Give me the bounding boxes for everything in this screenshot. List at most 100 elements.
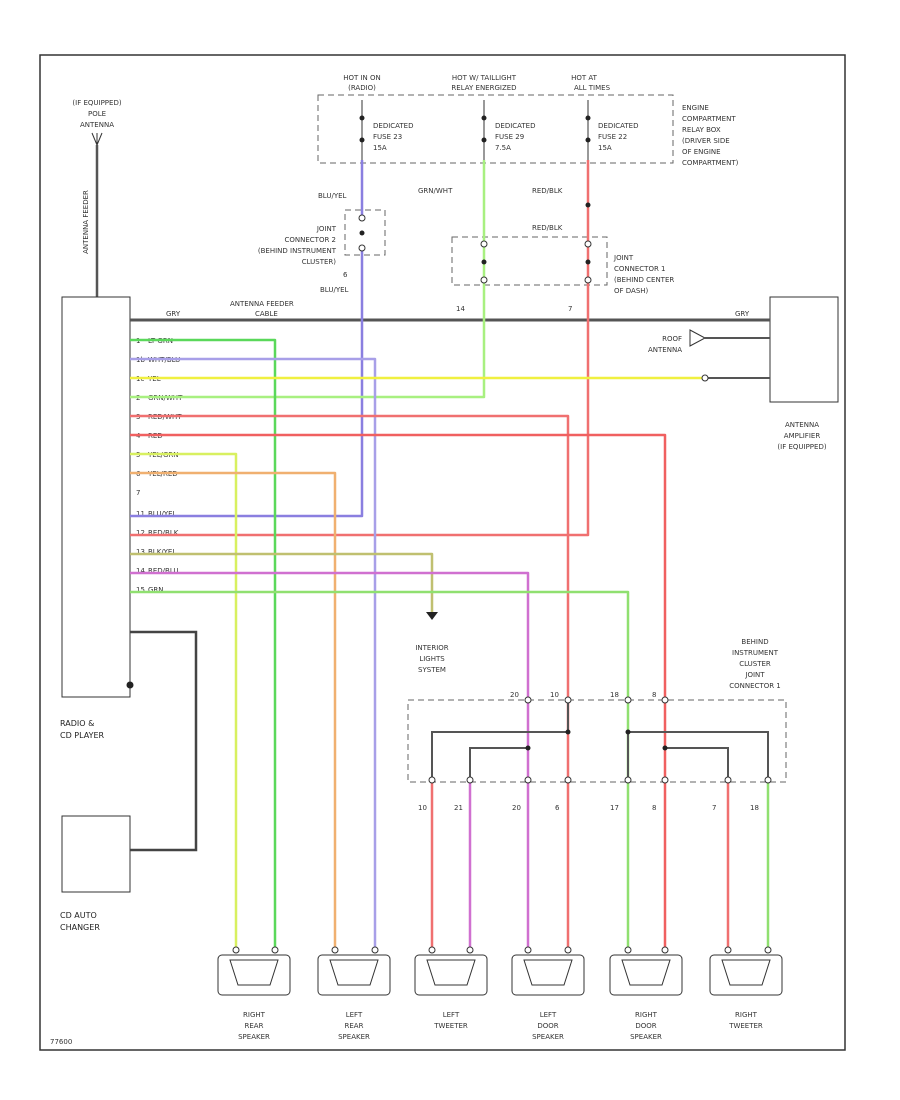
pin-label-7: 7	[568, 305, 572, 313]
top-pin-5: 8	[652, 691, 656, 699]
wire-red-blk	[130, 160, 590, 537]
diagram-frame	[39, 54, 846, 1051]
wire-red-blu	[130, 571, 530, 950]
pin-label-6: 6	[343, 271, 348, 279]
wire-grn-wht	[130, 160, 486, 399]
fuse2-number: FUSE 29	[495, 133, 524, 141]
fuse2-name: DEDICATED	[495, 122, 536, 130]
speaker-5-line-3: SPEAKER	[630, 1033, 662, 1041]
relay-box-line-4: (DRIVER SIDE	[682, 137, 730, 145]
joint1-line-4: OF DASH)	[614, 287, 649, 295]
speaker-5-line-1: RIGHT	[635, 1011, 658, 1019]
speaker-6-line-1: RIGHT	[735, 1011, 758, 1019]
joint2-line-1: JOINT	[316, 225, 337, 233]
speaker-1-line-1: RIGHT	[243, 1011, 266, 1019]
fuse2-amp: 7.5A	[495, 144, 511, 152]
cluster-joint-line-3: CLUSTER	[739, 660, 771, 668]
pole-antenna-icon	[91, 132, 103, 146]
cd-auto-changer-box	[61, 815, 131, 893]
cluster-joint-line-1: BEHIND	[741, 638, 768, 646]
cluster-joint-bottom-pins: 10 21 20 6 17 8 7 18	[418, 804, 759, 812]
wire-red-wht	[130, 414, 570, 950]
radio-cd-player-box	[61, 296, 131, 698]
radio-pin-labels: 1 LT GRN 1b WHT/BLU 1c YEL 2 GRN/WHT 3 R…	[136, 337, 183, 594]
wire-lt-grn	[130, 338, 277, 950]
radio-wire-color-12: BLK/YEL	[148, 548, 176, 556]
wire-red	[130, 433, 667, 950]
fuse2-sub-label: RELAY ENERGIZED	[451, 84, 516, 92]
roof-antenna-label: ROOF ANTENNA	[648, 335, 682, 354]
pole-antenna-line-3: ANTENNA	[80, 121, 114, 129]
antenna-amp-line-1: ANTENNA	[785, 421, 819, 429]
feeder-cable-color-right: GRY	[735, 310, 750, 318]
cd-changer-label: CD AUTO CHANGER	[60, 911, 100, 932]
cd-changer-line-1: CD AUTO	[60, 911, 97, 920]
speaker-right-door: RIGHT DOOR SPEAKER	[609, 954, 683, 1041]
fuse1-sub-label: (RADIO)	[348, 84, 376, 92]
speaker-4-line-1: LEFT	[540, 1011, 557, 1019]
wire-group	[130, 160, 770, 950]
antenna-amp-line-3: (IF EQUIPPED)	[777, 443, 826, 451]
relay-box-line-2: COMPARTMENT	[682, 115, 736, 123]
radio-wire-color-10: BLU/YEL	[148, 510, 177, 518]
fuse3-name: DEDICATED	[598, 122, 639, 130]
wire-label-red-blk-top: RED/BLK	[532, 187, 563, 195]
cd-changer-cable	[130, 630, 198, 852]
speaker-2-line-1: LEFT	[346, 1011, 363, 1019]
bottom-pin-4: 6	[555, 804, 560, 812]
joint-connector-1-label: JOINT CONNECTOR 1 (BEHIND CENTER OF DASH…	[613, 254, 674, 295]
roof-antenna-line-2: ANTENNA	[648, 346, 682, 354]
wire-grn	[130, 590, 630, 950]
antenna-amplifier-box	[769, 296, 839, 403]
speaker-5-line-2: DOOR	[635, 1022, 656, 1030]
speaker-3-line-2: TWEETER	[433, 1022, 468, 1030]
wire-label-grn-wht: GRN/WHT	[418, 187, 453, 195]
speaker-terminals	[232, 946, 772, 954]
fuse3-amp: 15A	[598, 144, 612, 152]
relay-box-outline	[317, 94, 674, 164]
cluster-joint-label: BEHIND INSTRUMENT CLUSTER JOINT CONNECTO…	[729, 638, 781, 690]
radio-pin-10: 11	[136, 510, 145, 518]
top-pin-1: 20	[510, 691, 519, 699]
speaker-2-line-3: SPEAKER	[338, 1033, 370, 1041]
yel-terminal	[701, 374, 709, 382]
fuse1-hot-label: HOT IN ON	[343, 74, 381, 82]
pole-antenna-line-1: (IF EQUIPPED)	[72, 99, 121, 107]
speaker-4-line-3: SPEAKER	[532, 1033, 564, 1041]
speaker-right-tweeter: RIGHT TWEETER	[709, 954, 783, 1030]
fuse-2	[481, 100, 487, 160]
fuse1-amp: 15A	[373, 144, 387, 152]
joint-connector-2-outline	[344, 209, 386, 256]
radio-wire-color-13: RED/BLU	[148, 567, 179, 575]
bottom-pin-6: 8	[652, 804, 656, 812]
feeder-cable-label-2: CABLE	[255, 310, 278, 318]
wire-label-blu-yel-top: BLU/YEL	[318, 192, 347, 200]
relay-box-line-6: COMPARTMENT)	[682, 159, 739, 167]
speaker-3-line-1: LEFT	[443, 1011, 460, 1019]
bottom-pin-8: 18	[750, 804, 759, 812]
antenna-amp-line-2: AMPLIFIER	[784, 432, 821, 440]
speaker-1-line-3: SPEAKER	[238, 1033, 270, 1041]
cluster-joint-bus	[431, 700, 769, 780]
fuse3-number: FUSE 22	[598, 133, 627, 141]
pole-antenna-label: (IF EQUIPPED) POLE ANTENNA	[72, 99, 121, 129]
fuse3-hot-label: HOT AT	[571, 74, 598, 82]
wire-label-blu-yel-bottom: BLU/YEL	[320, 286, 349, 294]
joint2-line-3: (BEHIND INSTRUMENT	[258, 247, 337, 255]
wire-yel-grn	[130, 452, 238, 950]
radio-pin-13: 14	[136, 567, 145, 575]
radio-pin-11: 12	[136, 529, 145, 537]
fuse1-name: DEDICATED	[373, 122, 414, 130]
radio-pin-9: 7	[136, 489, 140, 497]
joint-connector-1-outline	[451, 236, 608, 286]
radio-label: RADIO & CD PLAYER	[60, 719, 105, 740]
interior-lights-label: INTERIOR LIGHTS SYSTEM	[415, 644, 448, 674]
joint2-line-2: CONNECTOR 2	[284, 236, 336, 244]
bottom-pin-2: 21	[454, 804, 463, 812]
joint1-terminals	[480, 202, 592, 284]
speaker-left-rear: LEFT REAR SPEAKER	[317, 954, 391, 1041]
speaker-left-tweeter: LEFT TWEETER	[414, 954, 488, 1030]
wire-blu-yel	[130, 160, 364, 518]
roof-antenna-icon	[689, 329, 770, 347]
